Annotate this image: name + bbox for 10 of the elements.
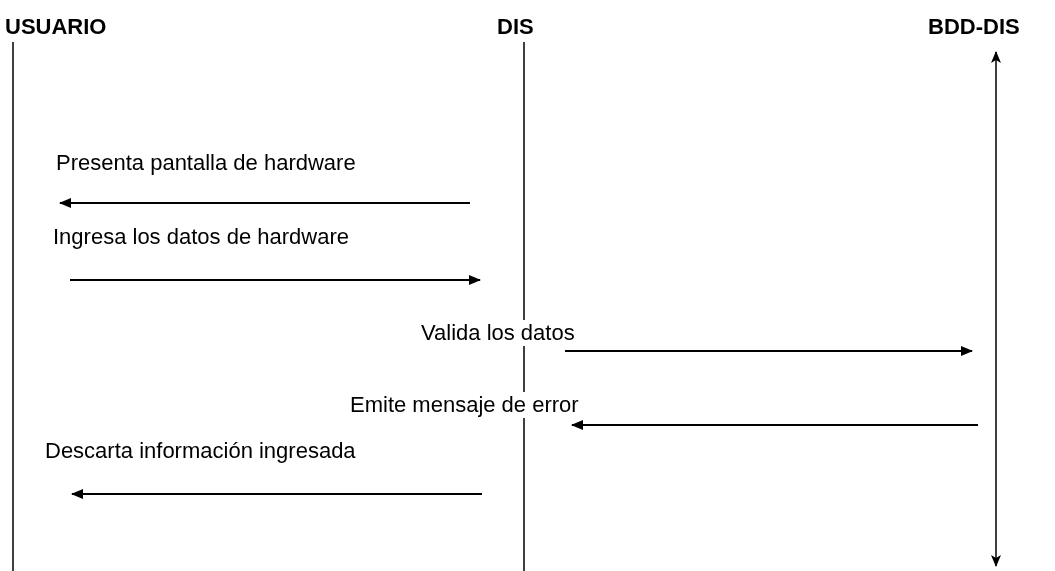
- lifeline-title: USUARIO: [5, 14, 107, 40]
- lifeline-title: DIS: [497, 14, 534, 40]
- message-arrow: [564, 346, 973, 356]
- edge-label: Valida los datos: [420, 320, 576, 346]
- message-arrow: [571, 420, 979, 430]
- lifeline-title: BDD-DIS: [928, 14, 1020, 40]
- message-arrow: [71, 489, 483, 499]
- message-arrow: [69, 275, 481, 285]
- message-arrow: [59, 198, 471, 208]
- edge-label: Emite mensaje de error: [349, 392, 580, 418]
